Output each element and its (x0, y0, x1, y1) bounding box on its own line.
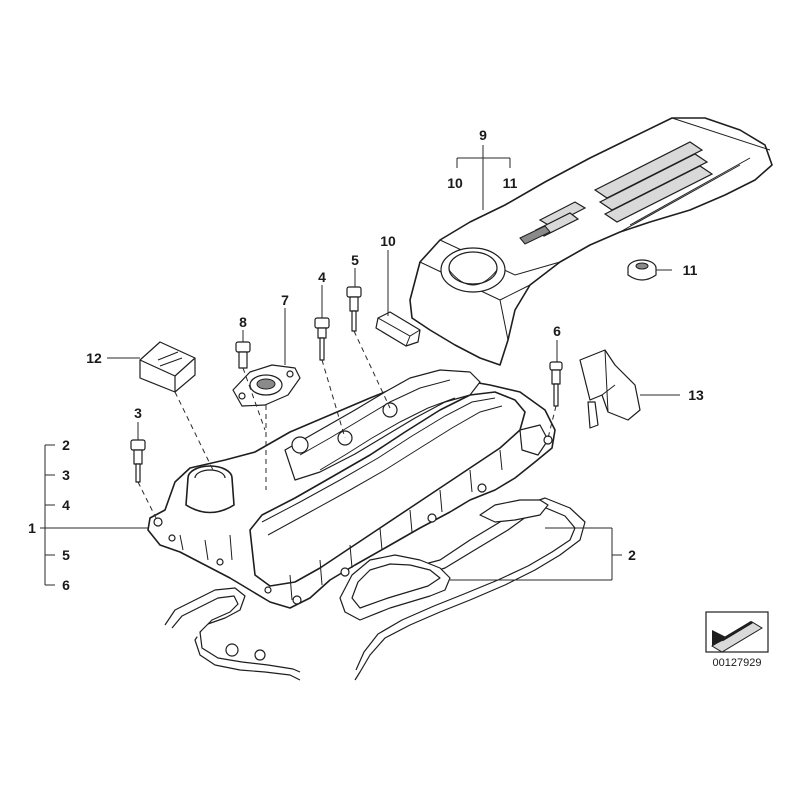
callout-5-left: 5 (62, 547, 70, 563)
grommet (627, 259, 657, 281)
bolt (314, 317, 330, 361)
callout-10-top: 10 (447, 175, 463, 191)
callout-2-left: 2 (62, 437, 70, 453)
direction-arrow-icon (705, 611, 769, 653)
callout-7: 7 (281, 292, 289, 308)
callout-1: 1 (28, 520, 36, 536)
bracket (579, 349, 641, 429)
callout-4-left: 4 (62, 497, 70, 513)
callout-4: 4 (318, 269, 326, 285)
callout-6: 6 (553, 323, 561, 339)
valve-cover-gasket (164, 497, 586, 681)
callout-11-top: 11 (503, 175, 518, 191)
callout-3: 3 (134, 405, 142, 421)
callout-10-mid: 10 (380, 233, 396, 249)
callout-5: 5 (351, 252, 359, 268)
callout-3-left: 3 (62, 467, 70, 483)
callout-11-right: 11 (683, 262, 698, 278)
bolt (130, 439, 146, 483)
callout-13: 13 (688, 387, 704, 403)
callout-9: 9 (479, 127, 487, 143)
bolt (235, 341, 251, 369)
bolt (549, 361, 563, 407)
seal-strip (375, 311, 421, 347)
callout-6-left: 6 (62, 577, 70, 593)
reference-number: 00127929 (713, 657, 762, 669)
callout-12: 12 (86, 350, 102, 366)
callouts: 9 10 11 10 5 4 7 8 11 6 12 13 3 2 3 4 1 … (28, 127, 704, 593)
leader-lines (40, 145, 680, 586)
callout-8: 8 (239, 314, 247, 330)
cylinder-head-cover (147, 369, 556, 609)
flange (232, 364, 301, 407)
oil-filler-cap (139, 341, 196, 393)
callout-2-right: 2 (628, 547, 636, 563)
bolt (346, 286, 362, 332)
engine-cover (409, 117, 773, 366)
